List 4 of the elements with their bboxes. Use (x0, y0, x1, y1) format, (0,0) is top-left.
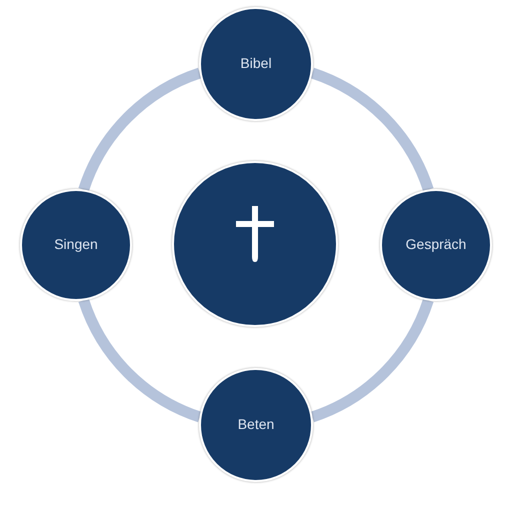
circle-label: Singen (53, 236, 99, 254)
circle-label: Gespräch (404, 236, 468, 254)
circle-label: Bibel (239, 55, 273, 73)
circle-label: Beten (236, 416, 276, 434)
